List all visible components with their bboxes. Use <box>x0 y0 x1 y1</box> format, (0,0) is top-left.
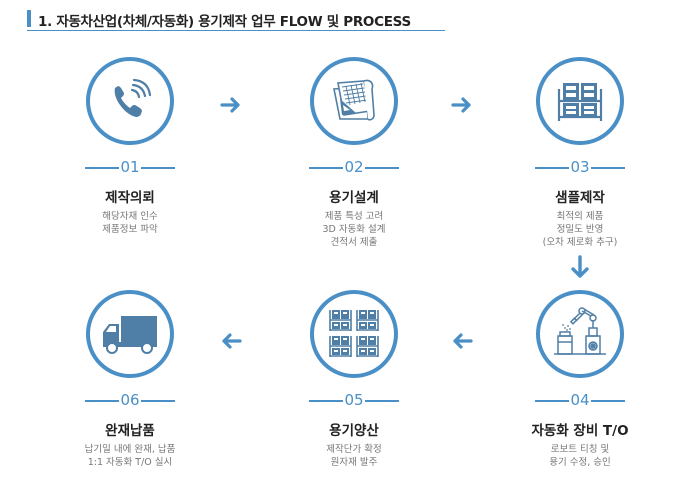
step-number: 04 <box>570 391 590 409</box>
arrow-right-icon <box>220 97 240 113</box>
truck-icon <box>103 316 157 354</box>
number-divider-right <box>591 167 625 169</box>
number-divider-right <box>141 167 175 169</box>
step-number-row: 04 <box>490 391 670 411</box>
step-icon-circle <box>536 290 624 378</box>
arrow-left-icon <box>453 333 473 349</box>
step-number: 03 <box>570 158 590 176</box>
step-description: 해당자재 인수 제품정보 파악 <box>40 210 220 236</box>
step-title: 자동화 장비 T/O <box>531 423 629 439</box>
description-line: (오차 제로화 추구) <box>542 237 618 248</box>
number-divider-right <box>365 167 399 169</box>
description-line: 견적서 제출 <box>330 237 378 248</box>
step-number: 06 <box>120 391 140 409</box>
arrow-left-icon <box>222 333 242 349</box>
step-title: 용기양산 <box>329 423 379 439</box>
section-header: 1. 자동차산업(차체/자동화) 용기제작 업무 FLOW 및 PROCESS <box>27 8 445 31</box>
warehouse-icon <box>329 309 379 358</box>
shelf-icon <box>557 83 603 121</box>
title-accent-bar <box>27 10 31 27</box>
step-number: 05 <box>344 391 364 409</box>
number-divider-left <box>535 167 569 169</box>
number-divider-left <box>309 400 343 402</box>
description-line: 정밀도 반영 <box>556 224 604 235</box>
description-line: 원자재 발주 <box>330 457 378 468</box>
step-icon-circle <box>536 57 624 145</box>
step-icon-circle <box>310 290 398 378</box>
description-line: 제품 특성 고려 <box>324 211 384 222</box>
description-line: 로보트 티칭 및 <box>550 444 610 455</box>
step-description: 납기일 내에 완재, 납품 1:1 자동화 T/O 실시 <box>40 443 220 469</box>
description-line: 제작단가 확정 <box>326 444 382 455</box>
number-divider-left <box>309 167 343 169</box>
step-title: 완재납품 <box>105 423 155 439</box>
number-divider-right <box>141 400 175 402</box>
number-divider-left <box>535 400 569 402</box>
step-title: 용기설계 <box>329 190 379 206</box>
step-number-row: 06 <box>40 391 220 411</box>
page-title: 1. 자동차산업(차체/자동화) 용기제작 업무 FLOW 및 PROCESS <box>38 14 411 30</box>
blueprint-icon <box>333 79 375 121</box>
step-description: 로보트 티칭 및 용기 수정, 승인 <box>490 443 670 469</box>
step-number-row: 05 <box>264 391 444 411</box>
step-number-row: 03 <box>490 158 670 178</box>
arrow-down-icon <box>571 255 589 278</box>
step-title: 제작의뢰 <box>105 190 155 206</box>
description-line: 최적의 제품 <box>556 211 604 222</box>
step-description: 제품 특성 고려 3D 자동화 설계 견적서 제출 <box>264 210 444 249</box>
description-line: 용기 수정, 승인 <box>549 457 611 468</box>
number-divider-left <box>85 167 119 169</box>
step-description: 최적의 제품 정밀도 반영 (오차 제로화 추구) <box>490 210 670 249</box>
description-line: 제품정보 파악 <box>102 224 158 235</box>
step-number-row: 01 <box>40 158 220 178</box>
number-divider-left <box>85 400 119 402</box>
step-icon-circle <box>86 57 174 145</box>
number-divider-right <box>591 400 625 402</box>
step-number: 02 <box>344 158 364 176</box>
step-number-row: 02 <box>264 158 444 178</box>
step-icon-circle <box>310 57 398 145</box>
description-line: 납기일 내에 완재, 납품 <box>84 444 176 455</box>
phone-icon <box>114 78 152 117</box>
arrow-right-icon <box>451 97 471 113</box>
description-line: 해당자재 인수 <box>102 211 158 222</box>
step-description: 제작단가 확정 원자재 발주 <box>264 443 444 469</box>
number-divider-right <box>365 400 399 402</box>
step-icon-circle <box>86 290 174 378</box>
description-line: 1:1 자동화 T/O 실시 <box>87 457 173 468</box>
robot-arm-icon <box>554 307 606 355</box>
step-title: 샘플제작 <box>555 190 605 206</box>
step-number: 01 <box>120 158 140 176</box>
description-line: 3D 자동화 설계 <box>322 224 386 235</box>
